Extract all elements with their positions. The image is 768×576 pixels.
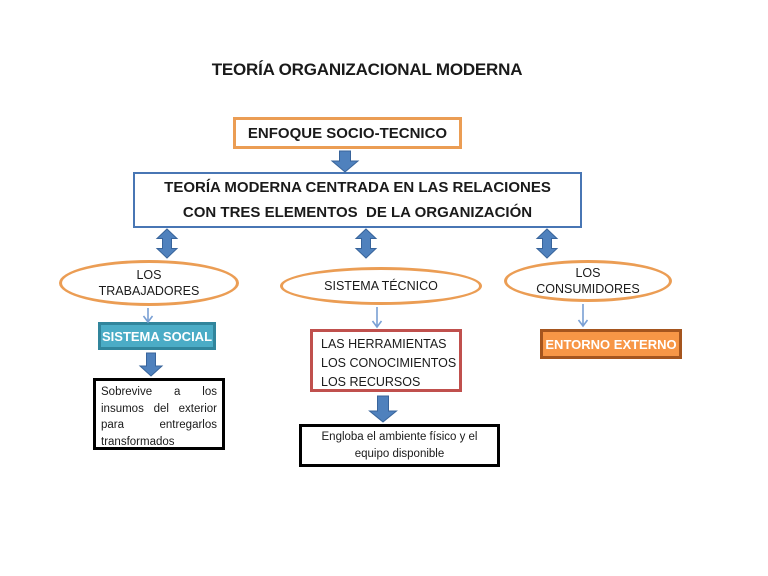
sistema-social-box: SISTEMA SOCIAL	[98, 322, 216, 350]
sobrevive-line-2: insumos del exterior	[101, 402, 217, 415]
double-arrow-teoria-consumidores	[535, 228, 559, 259]
consumidores-line-1: LOS	[575, 266, 601, 280]
entorno-externo-label: ENTORNO EXTERNO	[545, 336, 677, 352]
teoria-line-1: TEORÍA MODERNA CENTRADA EN LAS RELACIONE…	[164, 179, 551, 196]
herramientas-box: LAS HERRAMIENTAS LOS CONOCIMIENTOS LOS R…	[310, 329, 462, 392]
arrow-sistema-social-to-sobrevive	[138, 352, 164, 377]
sobrevive-line-3: para entregarlos	[101, 419, 217, 431]
entorno-externo-box: ENTORNO EXTERNO	[540, 329, 682, 359]
arrow-enfoque-to-teoria	[330, 150, 360, 173]
engloba-note-box: Engloba el ambiente físico y el equipo d…	[299, 424, 500, 467]
arrow-sistema-tecnico-to-herramientas	[371, 307, 383, 329]
sistema-tecnico-ellipse: SISTEMA TÉCNICO	[280, 267, 482, 305]
trabajadores-line-2: TRABAJADORES	[98, 284, 200, 298]
consumidores-ellipse: LOS CONSUMIDORES	[504, 260, 672, 302]
teoria-line-2: CON TRES ELEMENTOS DE LA ORGANIZACIÓN	[182, 204, 533, 221]
engloba-line-1: Engloba el ambiente físico y el	[321, 430, 478, 443]
arrow-trabajadores-to-sistema-social	[142, 308, 154, 324]
trabajadores-ellipse: LOS TRABAJADORES	[59, 260, 239, 306]
arrow-herramientas-to-engloba	[368, 395, 398, 423]
consumidores-line-2: CONSUMIDORES	[536, 282, 640, 296]
page-title: TEORÍA ORGANIZACIONAL MODERNA	[211, 60, 523, 79]
sistema-social-label: SISTEMA SOCIAL	[101, 328, 213, 344]
double-arrow-teoria-trabajadores	[155, 228, 179, 259]
sistema-tecnico-label: SISTEMA TÉCNICO	[324, 279, 438, 293]
trabajadores-line-1: LOS	[136, 268, 162, 282]
herramientas-line-3: LOS RECURSOS	[321, 375, 421, 389]
double-arrow-teoria-sistema-tecnico	[354, 228, 378, 259]
herramientas-line-2: LOS CONOCIMIENTOS	[321, 356, 457, 370]
teoria-moderna-box: TEORÍA MODERNA CENTRADA EN LAS RELACIONE…	[133, 172, 582, 228]
arrow-consumidores-to-entorno	[577, 304, 589, 328]
sobrevive-line-1: Sobrevive a los	[101, 386, 217, 398]
enfoque-label: ENFOQUE SOCIO-TECNICO	[247, 124, 448, 142]
enfoque-socio-tecnico-box: ENFOQUE SOCIO-TECNICO	[233, 117, 462, 149]
sobrevive-note-box: Sobrevive a los insumos del exterior par…	[93, 378, 225, 450]
herramientas-line-1: LAS HERRAMIENTAS	[321, 337, 447, 351]
engloba-line-2: equipo disponible	[354, 447, 445, 460]
sobrevive-line-4: transformados	[101, 435, 175, 448]
